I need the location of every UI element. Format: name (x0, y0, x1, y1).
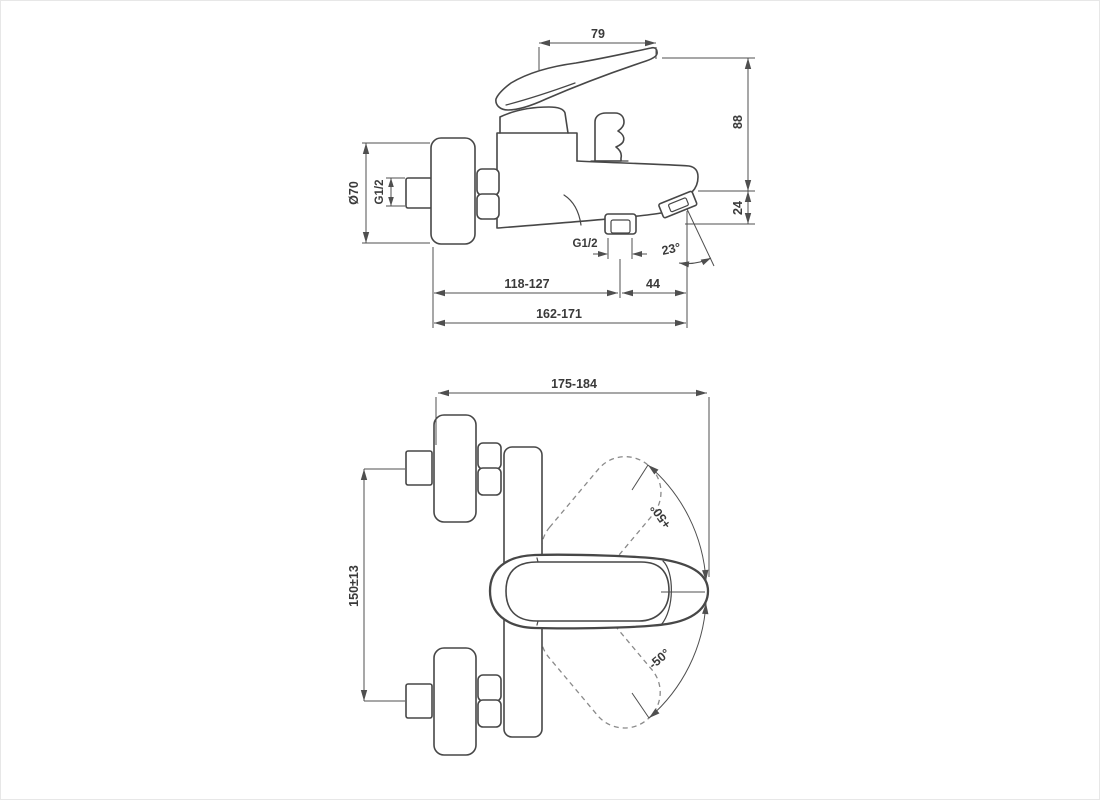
spout (497, 160, 699, 229)
escutcheon-lower (433, 647, 477, 756)
outlet-thread-bore (610, 219, 631, 234)
cartridge-neck (499, 106, 569, 134)
lever-outline (495, 46, 658, 111)
dim-flange-diameter: Ø70 (347, 142, 430, 244)
dim-total-depth: 175-184 (435, 377, 710, 577)
hex-nut-lower-b (477, 699, 502, 728)
escutcheon-upper (433, 414, 477, 523)
dim-spout-angle: 23° (660, 208, 715, 328)
dim-label-g12-outlet: G1/2 (573, 238, 598, 250)
dim-inlet-thread: G1/2 (374, 177, 405, 207)
hex-nut-upper-b (477, 467, 502, 496)
dim-horizontal-chain: 118-127 44 162-171 (432, 247, 686, 328)
side-view-dimensions: 79 88 24 Ø70 (347, 27, 755, 328)
dim-outlet-thread: G1/2 (573, 238, 647, 259)
inlet-pipe-lower (405, 683, 433, 719)
plan-view: +50° -50° 175-184 150±13 (347, 377, 710, 756)
dim-label-d70: Ø70 (347, 181, 361, 205)
handle-grip-inner (505, 561, 670, 622)
plan-view-dimensions: 175-184 150±13 (347, 377, 710, 702)
dim-label-162-171: 162-171 (536, 307, 582, 321)
body-block (496, 132, 578, 229)
handle-tip-cap-line (660, 560, 672, 626)
dim-label-g12-inlet: G1/2 (374, 180, 386, 205)
dim-label-79: 79 (591, 27, 605, 41)
dim-label-23deg: 23° (660, 240, 681, 258)
hex-nut-lower-a (477, 674, 502, 702)
lever-inner-line (505, 82, 576, 106)
lever-handle-plan (488, 553, 710, 630)
handle-outline-plan (488, 553, 710, 630)
shower-outlet-connection (604, 213, 637, 235)
hex-nut-upper-facet (476, 168, 500, 196)
handle-joint-ticks (536, 557, 539, 626)
dim-label-118-127: 118-127 (504, 277, 549, 291)
diverter-knob (594, 112, 625, 162)
escutcheon-flange (430, 137, 476, 245)
lever-handle-side (495, 46, 658, 111)
spout-root-curve (563, 194, 582, 226)
dim-label-44: 44 (646, 277, 660, 291)
inlet-pipe-upper (405, 450, 433, 486)
wall-connection-side (405, 137, 500, 245)
dim-inlet-spacing: 150±13 (347, 468, 405, 702)
dim-label-150: 150±13 (347, 565, 361, 607)
dim-height-chain: 88 24 (662, 57, 755, 225)
hex-nut-lower-facet (476, 193, 500, 220)
side-view: 79 88 24 Ø70 (347, 27, 755, 328)
wall-connection-plan-lower (405, 647, 502, 756)
dim-label-24: 24 (731, 201, 745, 215)
inlet-pipe (405, 177, 433, 209)
aerator (658, 190, 698, 219)
dim-label-88: 88 (731, 115, 745, 129)
aerator-insert (668, 197, 689, 213)
dim-lever-length: 79 (538, 27, 657, 70)
dim-label-175-184: 175-184 (551, 377, 597, 391)
hex-nut-upper-a (477, 442, 502, 470)
wall-connection-plan-upper (405, 414, 502, 523)
